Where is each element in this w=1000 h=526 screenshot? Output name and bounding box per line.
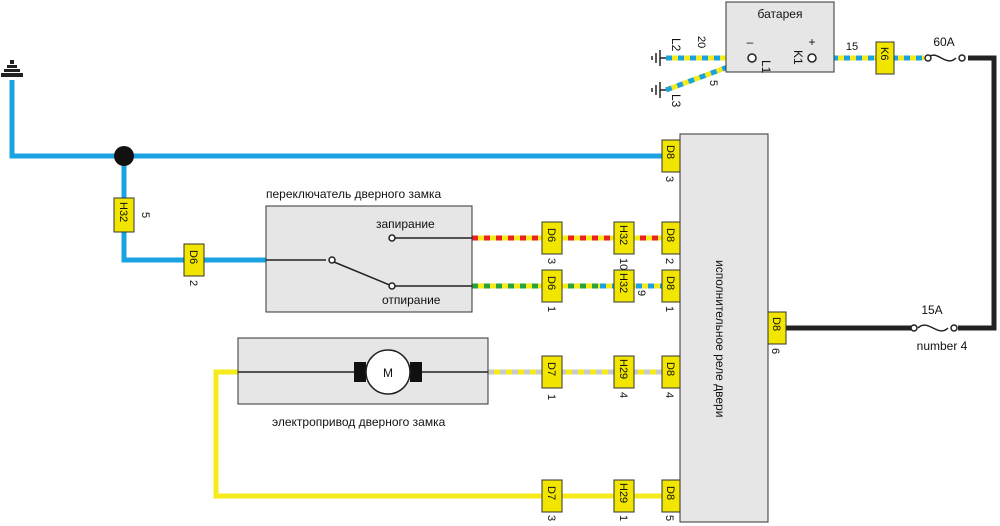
pin-h29-low: 1	[617, 515, 629, 521]
ground-wire	[9, 80, 678, 159]
pin-d8-top: 2	[663, 258, 675, 264]
battery-pin-l1: L1	[759, 60, 773, 74]
motor-symbol: M	[383, 366, 393, 380]
fuse-60a-label: 60A	[933, 35, 954, 49]
connector-d8-motor: D8	[661, 355, 681, 389]
connector-h32-bot-label: H32	[617, 273, 629, 293]
connector-d6-bot: D6	[541, 269, 563, 303]
ground-l2-label: L2	[669, 38, 683, 52]
battery-wire-20: 20	[695, 36, 707, 48]
connector-k6: K6	[875, 41, 895, 75]
connector-d8-bot: D8	[661, 269, 681, 303]
connector-d6-top-label: D6	[545, 228, 557, 242]
switch-title: переключатель дверного замка	[266, 187, 441, 201]
battery-minus: –	[747, 35, 754, 49]
motor-icon	[365, 349, 411, 395]
connector-h32-top-label: H32	[617, 225, 629, 245]
connector-d6-bot-label: D6	[545, 276, 557, 290]
fuse-15a-rating: 15A	[921, 303, 942, 317]
power-wire	[770, 55, 997, 331]
connector-d6-top: D6	[541, 221, 563, 255]
connector-d8-top: D8	[661, 221, 681, 255]
connector-h32-left: H32	[113, 197, 135, 233]
connector-d8-motor-label: D8	[664, 362, 676, 376]
relay-title: исполнительное реле двери	[713, 260, 727, 417]
pin-h29-motor: 4	[617, 392, 629, 398]
connector-h32-top: H32	[613, 221, 635, 255]
switch-ground-wire	[121, 156, 268, 263]
connector-h29-low: H29	[613, 479, 635, 513]
connector-d8-low-label: D8	[664, 486, 676, 500]
connector-d8-top-label: D8	[664, 228, 676, 242]
connector-d7-motor: D7	[541, 355, 563, 389]
fuse-15a	[910, 322, 958, 334]
connector-d7-motor-label: D7	[545, 362, 557, 376]
pin-d7-low: 3	[545, 515, 557, 521]
battery: батарея – + L1 K1	[725, 1, 835, 74]
battery-wire-5: 5	[707, 80, 719, 86]
connector-d8-bot-label: D8	[664, 276, 676, 290]
connector-h32-left-label: H32	[117, 202, 129, 222]
connector-h29-low-label: H29	[617, 483, 629, 503]
chassis-ground-icon	[1, 60, 23, 77]
connector-d7-low-label: D7	[545, 486, 557, 500]
pin-d8-ground: 3	[663, 176, 675, 182]
battery-pin-k1: K1	[791, 50, 805, 65]
pin-d6-top: 3	[545, 258, 557, 264]
connector-k6-label: K6	[878, 47, 890, 60]
connector-d8-power-label: D8	[770, 317, 782, 331]
pin-d8-low: 5	[663, 515, 675, 521]
door-lock-motor: M	[237, 337, 489, 405]
connector-h29-motor: H29	[613, 355, 635, 389]
battery-wire-15: 15	[846, 41, 858, 53]
door-relay: исполнительное реле двери	[679, 133, 769, 523]
pin-d7-motor: 1	[545, 394, 557, 400]
switch-lock-label: запирание	[376, 217, 435, 231]
motor-title: электропривод дверного замка	[272, 415, 446, 429]
pin-d8-bot: 1	[663, 306, 675, 312]
fuse-15a-name: number 4	[917, 339, 968, 353]
ground-l3-label: L3	[669, 94, 683, 108]
connector-d8-power: D8	[767, 311, 787, 345]
pin-h32-top: 10	[617, 258, 629, 270]
connector-d8-ground: D8	[661, 139, 681, 173]
connector-d8-ground-label: D8	[664, 145, 676, 159]
battery-title: батарея	[758, 7, 803, 21]
ground-l2-icon	[651, 50, 666, 66]
switch-unlock-label: отпирание	[382, 293, 441, 307]
connector-h32-bot: H32	[613, 269, 635, 303]
main-fuse	[924, 54, 968, 64]
pin-h32-bot: 9	[635, 290, 647, 296]
connector-d6-left-label: D6	[187, 250, 199, 264]
pin-d6-bot: 1	[545, 306, 557, 312]
pin-d6-left: 2	[187, 280, 199, 286]
pin-h32-left: 5	[139, 212, 151, 218]
connector-h29-motor-label: H29	[617, 359, 629, 379]
pin-d8-power: 6	[769, 348, 781, 354]
connector-d6-left: D6	[183, 243, 205, 277]
pin-d8-motor: 4	[663, 392, 675, 398]
door-lock-switch: запирание отпирание	[265, 205, 473, 313]
motor-return-wire	[213, 369, 678, 499]
battery-plus: +	[808, 35, 815, 49]
ground-l3-icon	[651, 82, 666, 98]
connector-d7-low: D7	[541, 479, 563, 513]
connector-d8-low: D8	[661, 479, 681, 513]
ground-splice	[114, 146, 134, 166]
